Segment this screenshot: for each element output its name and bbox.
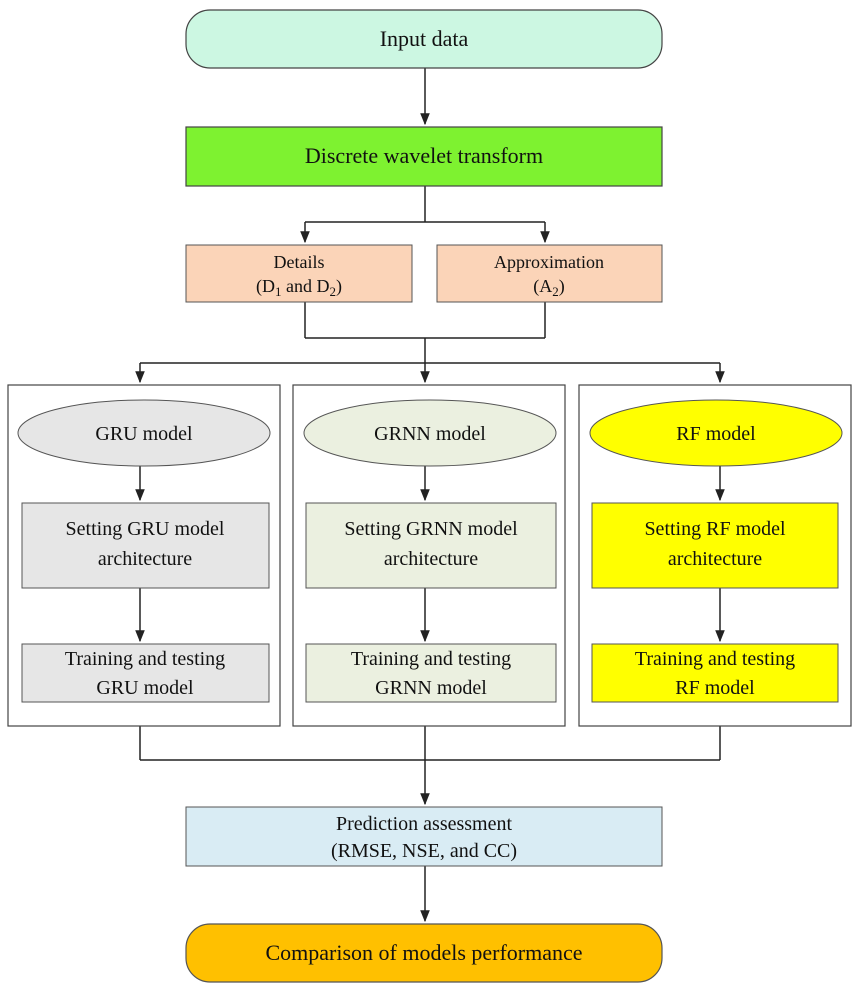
rf-training-line1: Training and testing: [635, 648, 795, 670]
comparison-node: Comparison of models performance: [185, 923, 663, 983]
details-node: Details (D1 and D2): [185, 244, 413, 303]
details-d2-subscript: 2: [330, 284, 337, 299]
grnn-training-line2: GRNN model: [375, 677, 487, 699]
gru-model-label: GRU model: [95, 423, 193, 445]
gru-training-box: [21, 643, 270, 703]
dwt-label: Discrete wavelet transform: [305, 143, 543, 168]
details-d1: D: [262, 276, 275, 296]
gru-model-ellipse: [17, 399, 271, 467]
grnn-setting-line1: Setting GRNN model: [344, 518, 518, 540]
approx-a2-subscript: 2: [552, 284, 559, 299]
input-data-label: Input data: [380, 26, 469, 51]
gru-training-line1: Training and testing: [65, 648, 225, 670]
gru-panel: GRU model Setting GRU model architecture…: [7, 384, 281, 727]
rf-model-label: RF model: [676, 423, 756, 445]
comparison-label: Comparison of models performance: [265, 940, 582, 965]
details-box: [185, 244, 413, 303]
approx-close-paren: ): [559, 276, 565, 297]
approximation-node: Approximation (A2): [436, 244, 663, 303]
input-data-box: [185, 9, 663, 69]
gru-panel-frame: [7, 384, 281, 727]
dwt-box: [185, 126, 663, 187]
input-data-node: Input data: [185, 9, 663, 69]
grnn-setting-line2: architecture: [384, 548, 478, 570]
approx-a2: A: [539, 276, 552, 296]
grnn-model-label: GRNN model: [374, 423, 486, 445]
comparison-box: [185, 923, 663, 983]
grnn-training-line1: Training and testing: [351, 648, 511, 670]
rf-setting-line1: Setting RF model: [644, 518, 786, 540]
prediction-assessment-line2: (RMSE, NSE, and CC): [331, 840, 517, 862]
grnn-training-box: [305, 643, 557, 703]
prediction-assessment-node: Prediction assessment (RMSE, NSE, and CC…: [185, 806, 663, 867]
approx-open-paren: (: [533, 276, 539, 297]
rf-setting-line2: architecture: [668, 548, 762, 570]
details-close-paren: ): [336, 276, 342, 297]
gru-setting-box: [21, 502, 270, 589]
details-d1-subscript: 1: [275, 284, 282, 299]
grnn-model-ellipse: [303, 399, 557, 467]
dwt-node: Discrete wavelet transform: [185, 126, 663, 187]
rf-training-box: [591, 643, 839, 703]
approximation-components: (A2): [533, 276, 565, 299]
prediction-assessment-box: [185, 806, 663, 867]
grnn-setting-box: [305, 502, 557, 589]
gru-setting-line2: architecture: [98, 548, 192, 570]
gru-setting-line1: Setting GRU model: [66, 518, 225, 540]
gru-training-line2: GRU model: [96, 677, 194, 699]
details-and-d: and D: [282, 276, 330, 296]
details-components: (D1 and D2): [256, 276, 342, 299]
rf-model-ellipse: [589, 399, 843, 467]
details-open-paren: (: [256, 276, 262, 297]
rf-panel-frame: [578, 384, 852, 727]
rf-panel: RF model Setting RF model architecture T…: [578, 384, 852, 727]
prediction-assessment-line1: Prediction assessment: [336, 813, 513, 835]
approximation-title: Approximation: [494, 252, 604, 272]
grnn-panel: GRNN model Setting GRNN model architectu…: [292, 384, 566, 727]
details-title: Details: [274, 252, 325, 272]
grnn-panel-frame: [292, 384, 566, 727]
rf-training-line2: RF model: [675, 677, 755, 699]
rf-setting-box: [591, 502, 839, 589]
connectors: [135, 68, 725, 923]
approximation-box: [436, 244, 663, 303]
